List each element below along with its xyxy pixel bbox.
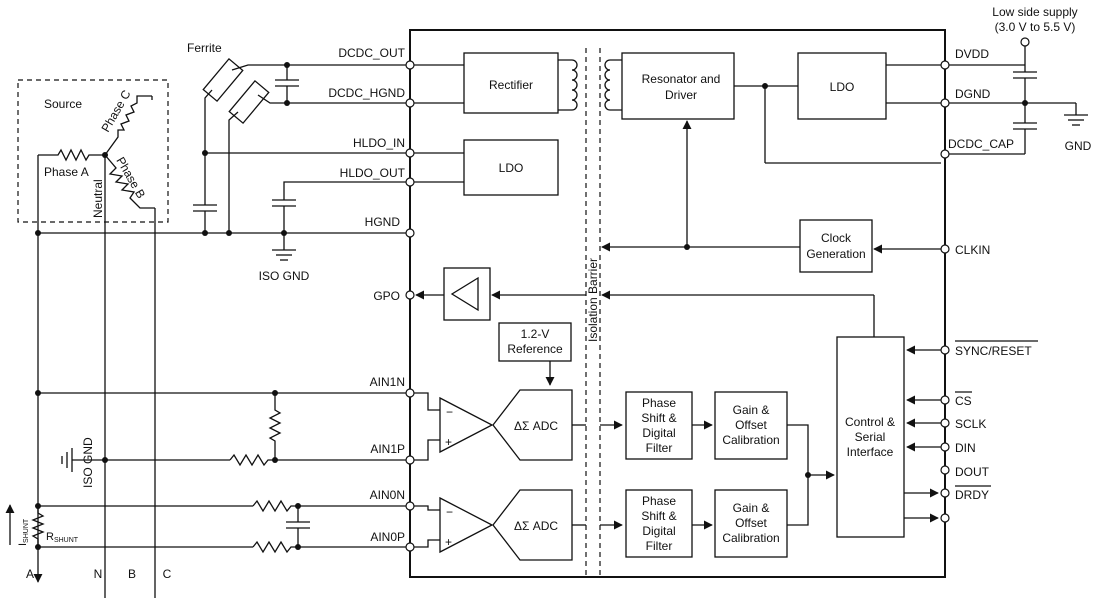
r-shunt-label: RSHUNT [46, 531, 79, 544]
pin-ain1p: AIN1P [370, 442, 405, 456]
ldo-low-label: LDO [830, 80, 855, 94]
adc1-label: ΔΣ ADC [514, 419, 558, 433]
resonator-label-line2: Driver [665, 88, 697, 102]
pin-ain0p: AIN0P [370, 530, 405, 544]
ain0n-resistor [252, 499, 406, 513]
pin-dvdd: DVDD [955, 47, 989, 61]
svg-text:Digital: Digital [642, 524, 675, 538]
phase-a-label: Phase A [44, 165, 89, 179]
source-box [17, 79, 169, 223]
svg-text:+: + [445, 435, 452, 449]
pin-cs: CS [955, 394, 972, 408]
pga-ch1 [439, 396, 494, 454]
phase-c-label: Phase C [98, 87, 133, 134]
supply-terminal [1020, 37, 1030, 47]
wire-c-label: C [163, 567, 172, 581]
ferrite-label: Ferrite [187, 41, 222, 55]
svg-text:Filter: Filter [646, 539, 673, 553]
ain1-shunt-resistor [268, 393, 282, 460]
phase-c-resistor [104, 95, 152, 156]
wire-b-label: B [128, 567, 136, 581]
resonator-label-line1: Resonator and [642, 72, 721, 86]
resonator-block [621, 52, 735, 120]
ldo-low-block [797, 52, 887, 120]
pin-din: DIN [955, 441, 976, 455]
isolation-barrier-label: Isolation Barrier [586, 258, 600, 342]
iso-gnd-top-label: ISO GND [259, 269, 310, 283]
transformer-coil-secondary [604, 59, 622, 111]
phase-b-label: Phase B [113, 155, 148, 201]
source-title: Source [44, 97, 82, 111]
pin-dcdc-hgnd: DCDC_HGND [328, 86, 405, 100]
wire-n-label: N [94, 567, 103, 581]
phase-shift-0-block [625, 489, 693, 558]
reference-label-line1: 1.2-V [521, 327, 550, 341]
svg-text:Shift &: Shift & [641, 411, 676, 425]
ain1p-resistor [229, 453, 406, 467]
svg-text:Filter: Filter [646, 441, 673, 455]
neutral-label: Neutral [91, 179, 105, 218]
control-block [836, 336, 905, 538]
phase-a-resistor [38, 148, 105, 162]
svg-text:−: − [446, 505, 453, 519]
pin-dgnd: DGND [955, 87, 991, 101]
svg-text:Gain &: Gain & [733, 403, 770, 417]
ferrite-1 [202, 57, 244, 103]
supply-label-line2: (3.0 V to 5.5 V) [995, 20, 1076, 34]
gain-offset-0-block [714, 489, 788, 558]
pin-hldo-out: HLDO_OUT [340, 166, 406, 180]
gpo-buffer-triangle [450, 276, 479, 312]
clock-label-line1: Clock [821, 231, 852, 245]
pin-dout: DOUT [955, 465, 990, 479]
svg-text:Offset: Offset [735, 418, 767, 432]
ferrite-2 [228, 79, 270, 125]
pin-drdy: DRDY [955, 488, 989, 502]
clock-label-line2: Generation [806, 247, 865, 261]
phase-shift-1-block [625, 391, 693, 460]
svg-text:Phase: Phase [642, 396, 676, 410]
wire-a-label: A [26, 567, 34, 581]
pin-dcdc-cap: DCDC_CAP [948, 137, 1014, 151]
rectifier-block [463, 52, 559, 114]
pga-ch0 [439, 496, 494, 554]
pin-dcdc-out: DCDC_OUT [338, 46, 405, 60]
iso-gnd-left-label: ISO GND [81, 437, 95, 488]
svg-text:Interface: Interface [847, 445, 894, 459]
svg-text:Gain &: Gain & [733, 501, 770, 515]
svg-text:Phase: Phase [642, 494, 676, 508]
ic-outline [409, 29, 946, 578]
phase-b-resistor [104, 154, 155, 209]
ldo-high-label: LDO [499, 161, 524, 175]
svg-text:Control &: Control & [845, 415, 895, 429]
pin-ain1n: AIN1N [370, 375, 405, 389]
pin-hgnd: HGND [365, 215, 401, 229]
supply-label-line1: Low side supply [992, 5, 1077, 19]
rectifier-label: Rectifier [489, 78, 533, 92]
adc0-label: ΔΣ ADC [514, 519, 558, 533]
pin-sclk: SCLK [955, 417, 986, 431]
svg-text:Shift &: Shift & [641, 509, 676, 523]
ldo-high-block [463, 139, 559, 196]
gnd-label: GND [1065, 139, 1092, 153]
pin-ain0n: AIN0N [370, 488, 405, 502]
reference-label-line2: Reference [507, 342, 563, 356]
clock-block [799, 219, 873, 273]
pin-hldo-in: HLDO_IN [353, 136, 405, 150]
svg-text:+: + [445, 535, 452, 549]
pin-sync-reset: SYNC/RESET [955, 344, 1032, 358]
shunt-resistor [31, 506, 45, 547]
svg-text:Offset: Offset [735, 516, 767, 530]
svg-text:Calibration: Calibration [722, 531, 779, 545]
svg-text:−: − [446, 405, 453, 419]
svg-text:Calibration: Calibration [722, 433, 779, 447]
transformer-coil-primary [558, 59, 578, 111]
i-shunt-label: ISHUNT [17, 518, 30, 546]
svg-text:Digital: Digital [642, 426, 675, 440]
svg-text:Serial: Serial [855, 430, 886, 444]
ain0p-resistor [252, 540, 406, 554]
pin-gpo: GPO [373, 289, 400, 303]
reference-block [498, 322, 572, 362]
pin-clkin: CLKIN [955, 243, 990, 257]
